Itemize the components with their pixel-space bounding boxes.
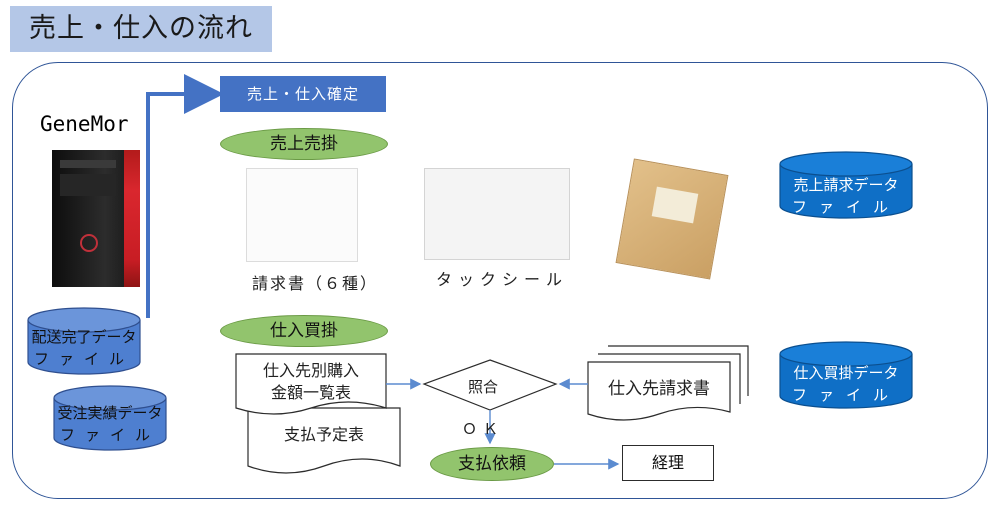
server-stripe [124, 150, 140, 287]
invoice-label: 請求書（６種） [252, 274, 379, 293]
tack-seal-image [424, 168, 570, 260]
db-sales-line2: ファイル [791, 198, 900, 216]
db-orders-line1: 受注実績データ [57, 404, 163, 422]
db-sales-label: 売上請求データ ファイル [780, 174, 912, 218]
purchase-list-line2: 金額一覧表 [270, 383, 351, 402]
sales-header-pill: 売上売掛 [220, 128, 388, 160]
doc-payment-schedule-shape [247, 407, 401, 474]
purchase-list-line1: 仕入先別購入 [262, 361, 359, 380]
page-title: 売上・仕入の流れ [10, 6, 272, 52]
db-sales-line1: 売上請求データ [793, 176, 899, 194]
db-purchase-cylinder [779, 341, 913, 409]
db-sales-cylinder [779, 151, 913, 219]
db-purchase-label: 仕入買掛データ ファイル [780, 362, 912, 406]
system-name: GeneMor [40, 112, 129, 136]
db-purchase-line1: 仕入買掛データ [793, 364, 899, 382]
db-shipping-line2: ファイル [33, 350, 134, 368]
db-shipping-line1: 配送完了データ [31, 328, 137, 346]
purchase-header-pill: 仕入買掛 [220, 315, 388, 347]
decision-label: 照合 [468, 378, 499, 396]
server-panel-2 [60, 174, 116, 196]
tack-seal-label: タックシール [436, 270, 569, 289]
confirm-connector [146, 74, 224, 318]
db-shipping-label: 配送完了データ ファイル [28, 326, 140, 370]
invoice-image [246, 168, 358, 262]
server-power-icon [80, 234, 98, 252]
payment-schedule-doc: 支払予定表 [283, 425, 364, 444]
accounting-box: 経理 [622, 445, 714, 481]
db-orders-line2: ファイル [59, 426, 160, 444]
server-panel [60, 160, 116, 168]
confirm-box: 売上・仕入確定 [220, 76, 386, 112]
diagram-frame [12, 62, 988, 499]
payment-request-pill: 支払依頼 [430, 447, 554, 481]
db-orders-label: 受注実績データ ファイル [54, 402, 166, 446]
purchase-list-doc: 仕入先別購入 金額一覧表 [236, 360, 386, 404]
doc-supplier-invoice-stack [587, 345, 749, 421]
supplier-invoice-doc: 仕入先請求書 [608, 379, 710, 399]
ok-label: ＯＫ [462, 420, 505, 438]
doc-purchase-list-shape [235, 353, 387, 415]
db-shipping-cylinder [27, 307, 141, 375]
db-orders-cylinder [53, 385, 167, 451]
db-purchase-line2: ファイル [791, 386, 900, 404]
